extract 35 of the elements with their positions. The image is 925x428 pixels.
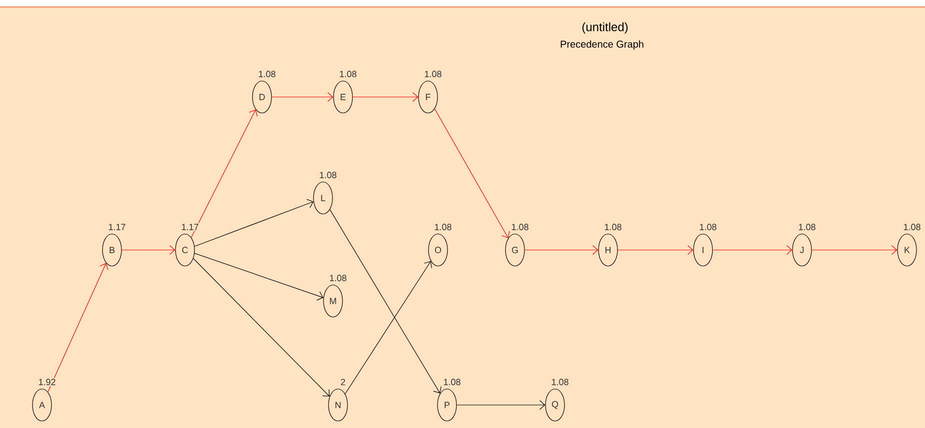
duration-label: 1.92: [37, 378, 57, 386]
duration-label: 1.08: [550, 378, 570, 386]
arrow: [194, 199, 314, 247]
duration-label: 1.08: [338, 70, 358, 78]
arrow: [812, 245, 898, 255]
duration-label: 1.08: [433, 223, 453, 231]
duration-label: 1.08: [797, 223, 817, 231]
duration-label: 1.17: [180, 223, 200, 231]
duration-label: 1.08: [698, 223, 718, 231]
duration-label: 1.08: [257, 70, 277, 78]
arrow: [193, 258, 330, 397]
duration-label: 1.08: [328, 274, 348, 282]
arrow: [122, 245, 176, 255]
duration-label: 1.08: [442, 378, 462, 386]
duration-label: 1.17: [107, 223, 127, 231]
arrow: [434, 108, 510, 238]
arrow: [712, 245, 792, 255]
arrow: [344, 261, 432, 394]
arrow: [618, 245, 694, 255]
duration-label: 1.08: [603, 223, 623, 231]
arrow: [524, 245, 598, 255]
arrow: [352, 92, 418, 102]
subtitle: Precedence Graph: [560, 40, 644, 50]
duration-label: 1.08: [423, 70, 443, 78]
duration-label: 1.08: [318, 171, 338, 179]
arrow: [48, 263, 108, 392]
arrow: [330, 209, 442, 394]
title: (untitled): [582, 22, 628, 34]
duration-label: 1.08: [510, 223, 530, 231]
duration-label: 2: [340, 378, 346, 386]
arrow: [191, 110, 258, 238]
arrow: [272, 92, 334, 102]
arrow: [194, 253, 324, 300]
arrow: [456, 400, 546, 410]
duration-label: 1.08: [902, 223, 922, 231]
